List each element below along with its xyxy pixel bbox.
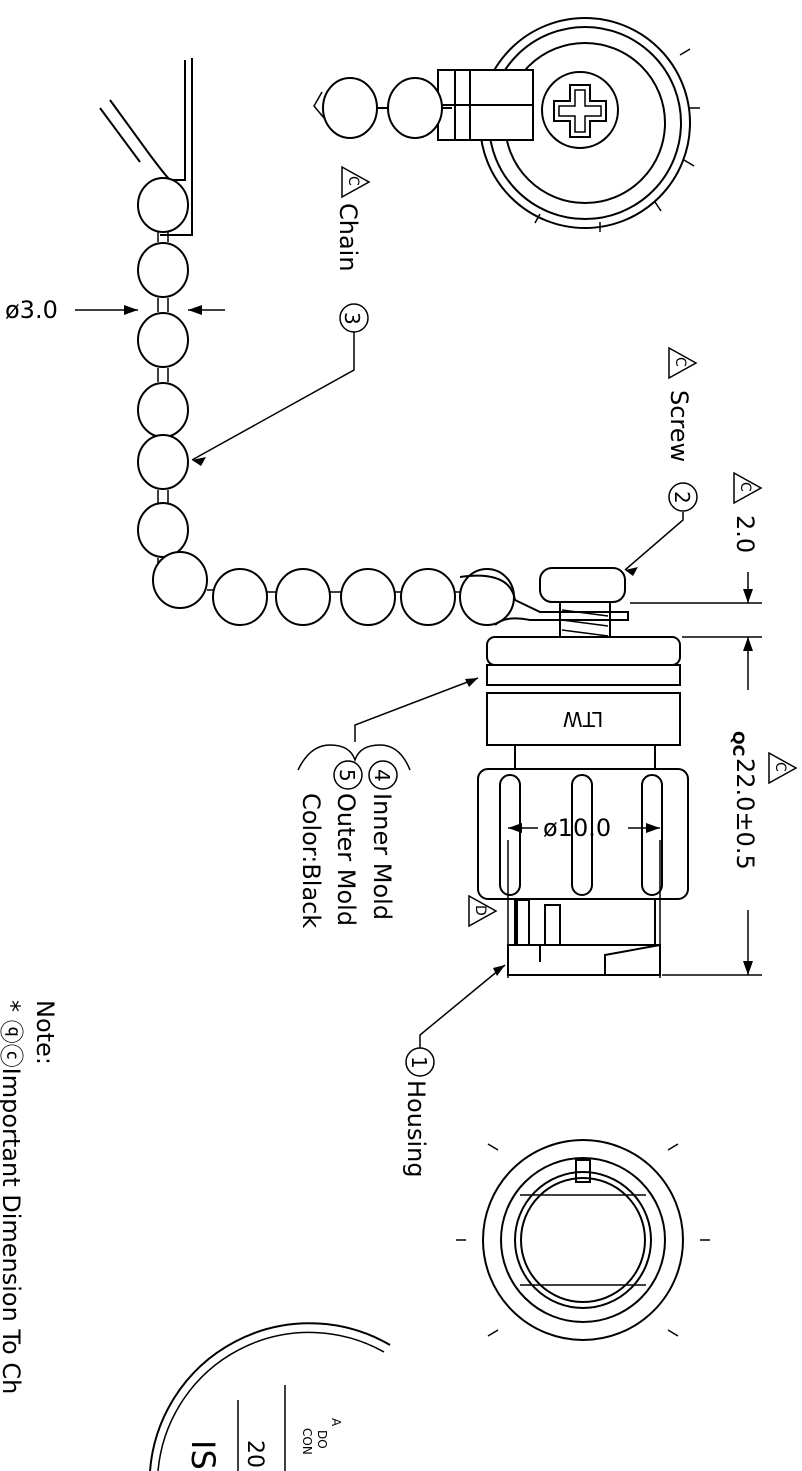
housing-label: Housing bbox=[402, 1080, 430, 1178]
chain-diameter-dim: ø3.0 bbox=[5, 296, 58, 324]
dimension-lines bbox=[507, 572, 762, 978]
outer-mold-balloon: 5 bbox=[335, 769, 359, 782]
screw-callout: C Screw 2 bbox=[624, 346, 698, 576]
note-line: * ⓠⓒImportant Dimension To Ch bbox=[0, 1000, 25, 1394]
chain-callout: C Chain 3 bbox=[334, 165, 371, 333]
screw-head-dim: C 2.0 bbox=[731, 471, 763, 553]
qc-marker: QC bbox=[729, 731, 748, 756]
end-cap-view bbox=[313, 17, 700, 232]
rear-view bbox=[456, 1139, 710, 1341]
screw-head-value: 2.0 bbox=[731, 515, 759, 553]
chain-balls-vertical bbox=[137, 232, 189, 568]
color-label: Color:Black bbox=[297, 793, 325, 928]
stamp-line4: 20 bbox=[242, 1440, 267, 1468]
note-title: Note: bbox=[31, 1000, 59, 1065]
housing-diameter-dim-display: ø10.0 bbox=[543, 814, 611, 842]
stamp-line2: DO bbox=[315, 1430, 329, 1449]
chain-label: Chain bbox=[334, 203, 362, 272]
screw-rev-letter: C bbox=[672, 357, 688, 367]
chain-assembly: ø3.0 bbox=[5, 58, 629, 626]
screw-dim-rev-letter: C bbox=[737, 482, 753, 492]
stamp-line3: CON bbox=[300, 1428, 314, 1455]
stamp-line1: A bbox=[329, 1418, 343, 1427]
revision-d-marker: D bbox=[468, 894, 498, 928]
length-value: 22.0±0.5 bbox=[731, 758, 759, 870]
housing-balloon: 1 bbox=[407, 1056, 431, 1069]
chain-rev-letter: C bbox=[345, 176, 361, 186]
housing-callout: 1 Housing bbox=[402, 964, 506, 1178]
d-rev-letter: D bbox=[472, 905, 488, 916]
approval-stamp: A DO CON 20 IS bbox=[149, 1322, 391, 1471]
notes: Note: * ⓠⓒImportant Dimension To Ch bbox=[0, 1000, 59, 1394]
screw-label: Screw bbox=[665, 390, 693, 462]
stamp-line5: IS bbox=[184, 1440, 222, 1470]
chain-balls-horizontal bbox=[152, 551, 515, 626]
screw-balloon: 2 bbox=[670, 491, 694, 504]
mold-callout: 4 5 Inner Mold Outer Mold Color:Black bbox=[297, 677, 479, 928]
length-dim: C QC 22.0±0.5 bbox=[729, 731, 798, 870]
chain-balloon: 3 bbox=[340, 312, 364, 325]
inner-mold-balloon: 4 bbox=[370, 769, 394, 782]
connector-side-view: LTW bbox=[477, 567, 689, 976]
part-marking: LTW bbox=[563, 707, 604, 731]
outer-mold-label: Outer Mold bbox=[332, 793, 360, 926]
length-rev-letter: C bbox=[772, 762, 788, 772]
inner-mold-label: Inner Mold bbox=[368, 793, 396, 920]
